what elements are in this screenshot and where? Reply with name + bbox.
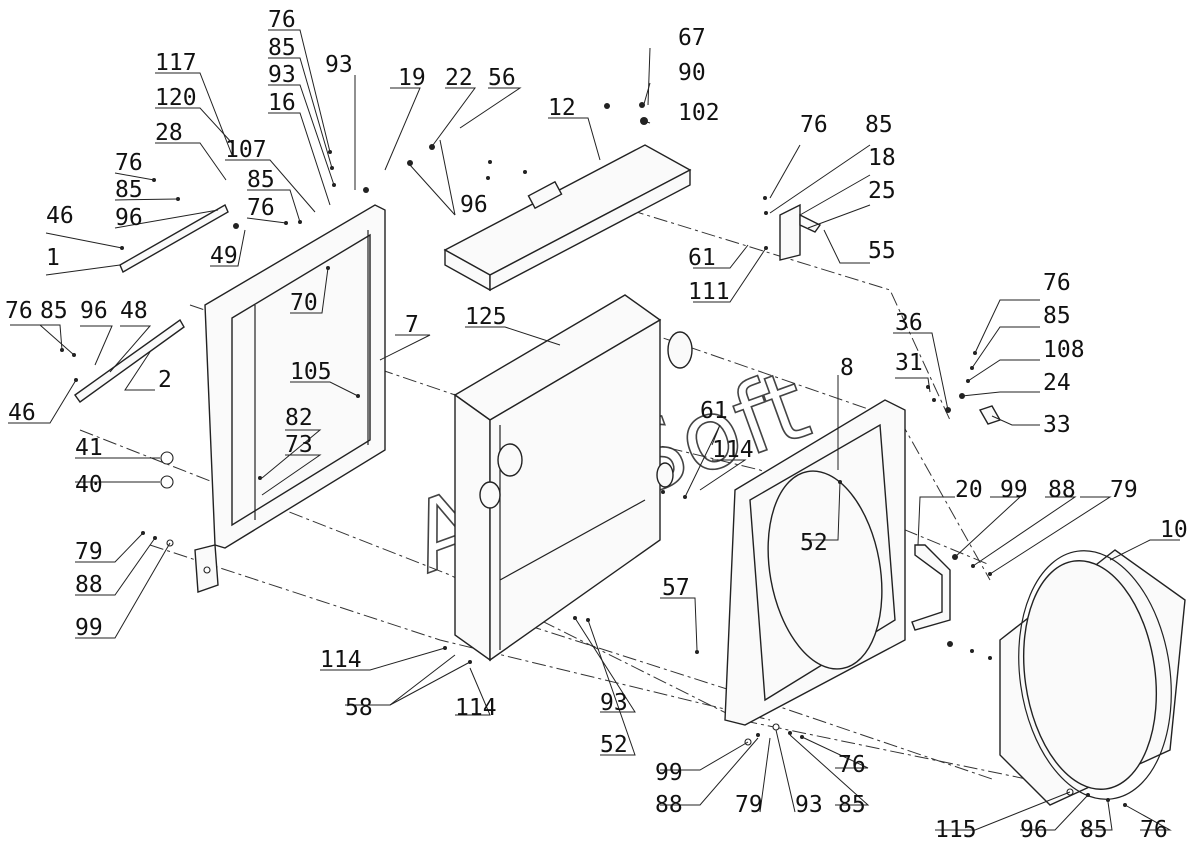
callout-46: 46 (8, 400, 36, 426)
callout-10: 10 (1160, 517, 1188, 543)
callout-7: 7 (405, 312, 419, 338)
callout-114: 114 (455, 695, 497, 721)
callout-76: 76 (1043, 270, 1071, 296)
callout-120: 120 (155, 85, 197, 111)
callout-24: 24 (1043, 370, 1071, 396)
callout-73: 73 (285, 432, 313, 458)
callout-93: 93 (268, 62, 296, 88)
callout-85: 85 (865, 112, 893, 138)
callout-61: 61 (700, 398, 728, 424)
callout-58: 58 (345, 695, 373, 721)
callout-85: 85 (40, 298, 68, 324)
callout-36: 36 (895, 310, 923, 336)
fan-shroud (724, 399, 906, 726)
callout-114: 114 (712, 437, 754, 463)
callout-96: 96 (460, 192, 488, 218)
callout-85: 85 (268, 35, 296, 61)
callout-20: 20 (955, 477, 983, 503)
callout-28: 28 (155, 120, 183, 146)
callout-61: 61 (688, 245, 716, 271)
callout-79: 79 (75, 539, 103, 565)
callout-22: 22 (445, 65, 473, 91)
tie-rods (74, 204, 229, 403)
radiator-core (453, 294, 693, 662)
callout-55: 55 (868, 238, 896, 264)
callout-52: 52 (800, 530, 828, 556)
callout-79: 79 (735, 792, 763, 818)
bracket-20 (911, 544, 951, 631)
callout-111: 111 (688, 279, 730, 305)
callout-108: 108 (1043, 337, 1085, 363)
callout-70: 70 (290, 290, 318, 316)
callout-52: 52 (600, 732, 628, 758)
callout-19: 19 (398, 65, 426, 91)
callout-25: 25 (868, 178, 896, 204)
callout-76: 76 (247, 195, 275, 221)
callout-88: 88 (75, 572, 103, 598)
callout-12: 12 (548, 95, 576, 121)
callout-90: 90 (678, 60, 706, 86)
callout-93: 93 (600, 690, 628, 716)
callout-49: 49 (210, 243, 238, 269)
callout-57: 57 (662, 575, 690, 601)
callout-125: 125 (465, 304, 507, 330)
top-mounting-bracket (443, 144, 692, 292)
callout-41: 41 (75, 435, 103, 461)
callout-67: 67 (678, 25, 706, 51)
callout-76: 76 (838, 752, 866, 778)
bracket-18 (779, 203, 822, 261)
callout-48: 48 (120, 298, 148, 324)
callout-40: 40 (75, 472, 103, 498)
callout-76: 76 (1140, 817, 1168, 843)
clamp-33 (978, 405, 1002, 425)
callout-93: 93 (325, 52, 353, 78)
callout-85: 85 (838, 792, 866, 818)
callout-85: 85 (1080, 817, 1108, 843)
callout-96: 96 (1020, 817, 1048, 843)
callout-107: 107 (225, 137, 267, 163)
callout-76: 76 (268, 7, 296, 33)
callout-88: 88 (1048, 477, 1076, 503)
callout-33: 33 (1043, 412, 1071, 438)
callout-105: 105 (290, 359, 332, 385)
callout-labels: 117 120 28 76 85 96 46 1 76 85 93 16 107… (5, 7, 1188, 843)
callout-85: 85 (247, 167, 275, 193)
callout-76: 76 (800, 112, 828, 138)
callout-88: 88 (655, 792, 683, 818)
callout-1: 1 (46, 245, 60, 271)
callout-96: 96 (80, 298, 108, 324)
callout-99: 99 (75, 615, 103, 641)
callout-93: 93 (795, 792, 823, 818)
callout-46: 46 (46, 203, 74, 229)
callout-76: 76 (5, 298, 33, 324)
callout-114: 114 (320, 647, 362, 673)
callout-16: 16 (268, 90, 296, 116)
radiator-frame (194, 204, 386, 593)
callout-76: 76 (115, 150, 143, 176)
callout-115: 115 (935, 817, 977, 843)
leader-lines (8, 29, 1180, 831)
callout-85: 85 (115, 177, 143, 203)
callout-18: 18 (868, 145, 896, 171)
callout-31: 31 (895, 350, 923, 376)
callout-56: 56 (488, 65, 516, 91)
callout-96: 96 (115, 205, 143, 231)
callout-82: 82 (285, 405, 313, 431)
fan-ring (999, 549, 1186, 806)
callout-99: 99 (1000, 477, 1028, 503)
callout-8: 8 (840, 355, 854, 381)
callout-85: 85 (1043, 303, 1071, 329)
callout-102: 102 (678, 100, 720, 126)
callout-79: 79 (1110, 477, 1138, 503)
callout-99: 99 (655, 760, 683, 786)
callout-2: 2 (158, 367, 172, 393)
callout-117: 117 (155, 50, 197, 76)
